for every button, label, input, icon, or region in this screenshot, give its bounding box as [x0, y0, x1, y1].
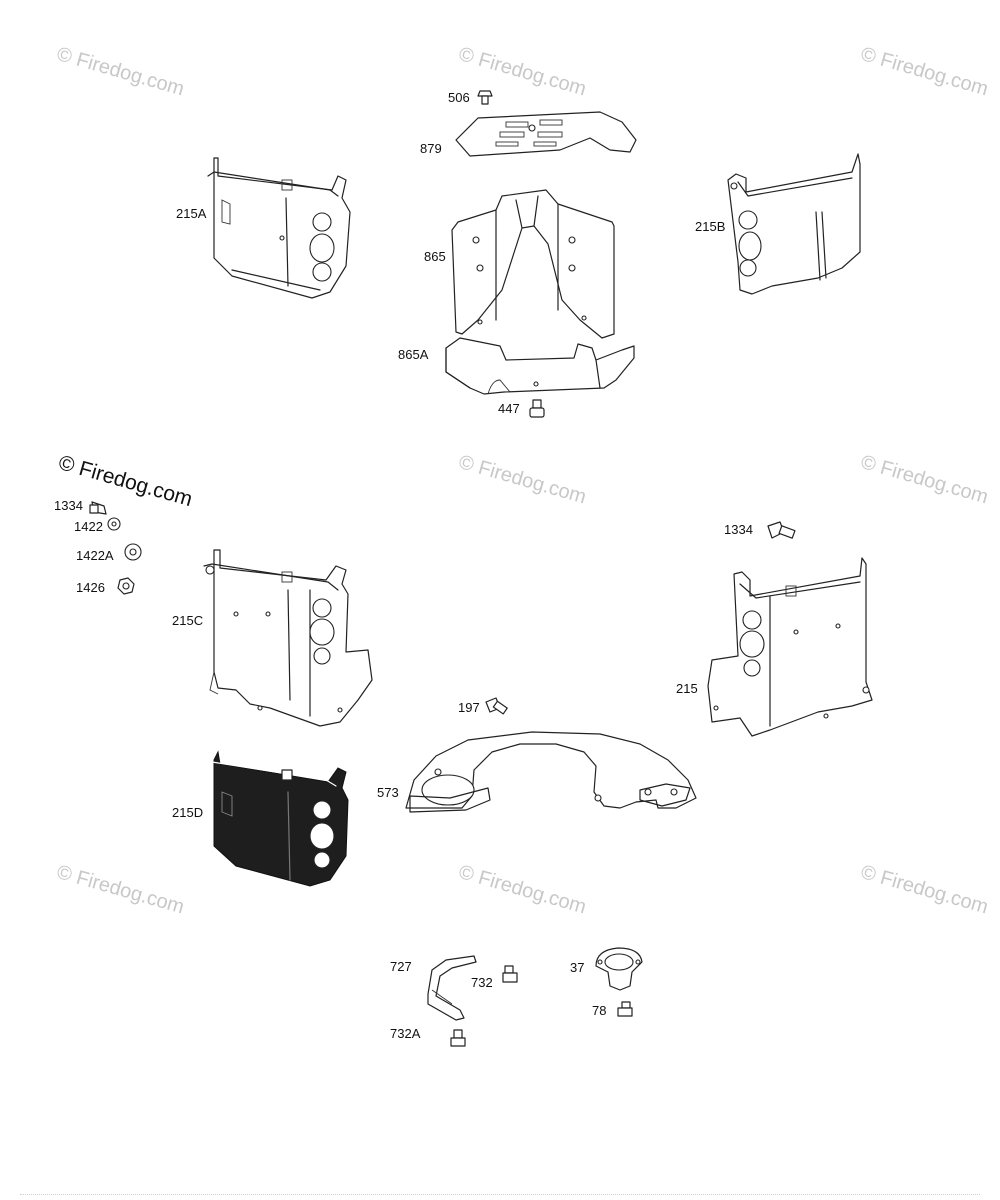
callout-1426: 1426: [76, 580, 105, 595]
part-1334-bolt-left[interactable]: [89, 501, 107, 515]
part-732-screw[interactable]: [502, 965, 518, 983]
callout-215B: 215B: [695, 219, 726, 234]
part-215-shroud[interactable]: [707, 557, 873, 737]
part-1426-nut[interactable]: [117, 577, 135, 595]
part-879-plate[interactable]: [455, 111, 637, 157]
callout-215D: 215D: [172, 805, 204, 820]
part-215C-shroud[interactable]: [203, 549, 373, 727]
callout-37: 37: [570, 960, 585, 975]
part-865-bracket[interactable]: [451, 189, 615, 339]
callout-215C: 215C: [172, 613, 204, 628]
callout-727: 727: [390, 959, 412, 974]
callout-573: 573: [377, 785, 399, 800]
callout-865A: 865A: [398, 347, 429, 362]
callout-879: 879: [420, 141, 442, 156]
part-1422A-lockwasher[interactable]: [124, 543, 142, 561]
part-215B-shroud[interactable]: [727, 153, 861, 295]
part-197-bolt[interactable]: [485, 697, 508, 715]
part-865A-base[interactable]: [445, 337, 635, 395]
callout-506: 506: [448, 90, 470, 105]
callout-1334-left: 1334: [54, 498, 83, 513]
callout-1422A: 1422A: [76, 548, 114, 563]
part-573-plate[interactable]: [405, 731, 697, 813]
callout-447: 447: [498, 401, 520, 416]
part-78-screw[interactable]: [617, 1001, 633, 1017]
part-37-cup[interactable]: [595, 947, 643, 991]
callout-1422: 1422: [74, 519, 103, 534]
part-447-bolt[interactable]: [529, 399, 545, 418]
part-1422-washer[interactable]: [107, 517, 121, 531]
callout-732A: 732A: [390, 1026, 421, 1041]
callout-78: 78: [592, 1003, 607, 1018]
part-1334-bolt-right[interactable]: [767, 521, 796, 539]
part-506-screw[interactable]: [477, 90, 493, 105]
callout-215: 215: [676, 681, 698, 696]
part-215D-shroud[interactable]: [203, 750, 349, 887]
part-732A-screw[interactable]: [450, 1029, 466, 1047]
part-215A-shroud[interactable]: [207, 157, 351, 299]
callout-1334-right: 1334: [724, 522, 753, 537]
callout-865: 865: [424, 249, 446, 264]
part-727-bracket[interactable]: [427, 955, 477, 1021]
footer-rule: [20, 1194, 980, 1198]
callout-197: 197: [458, 700, 480, 715]
callout-732: 732: [471, 975, 493, 990]
callout-215A: 215A: [176, 206, 207, 221]
